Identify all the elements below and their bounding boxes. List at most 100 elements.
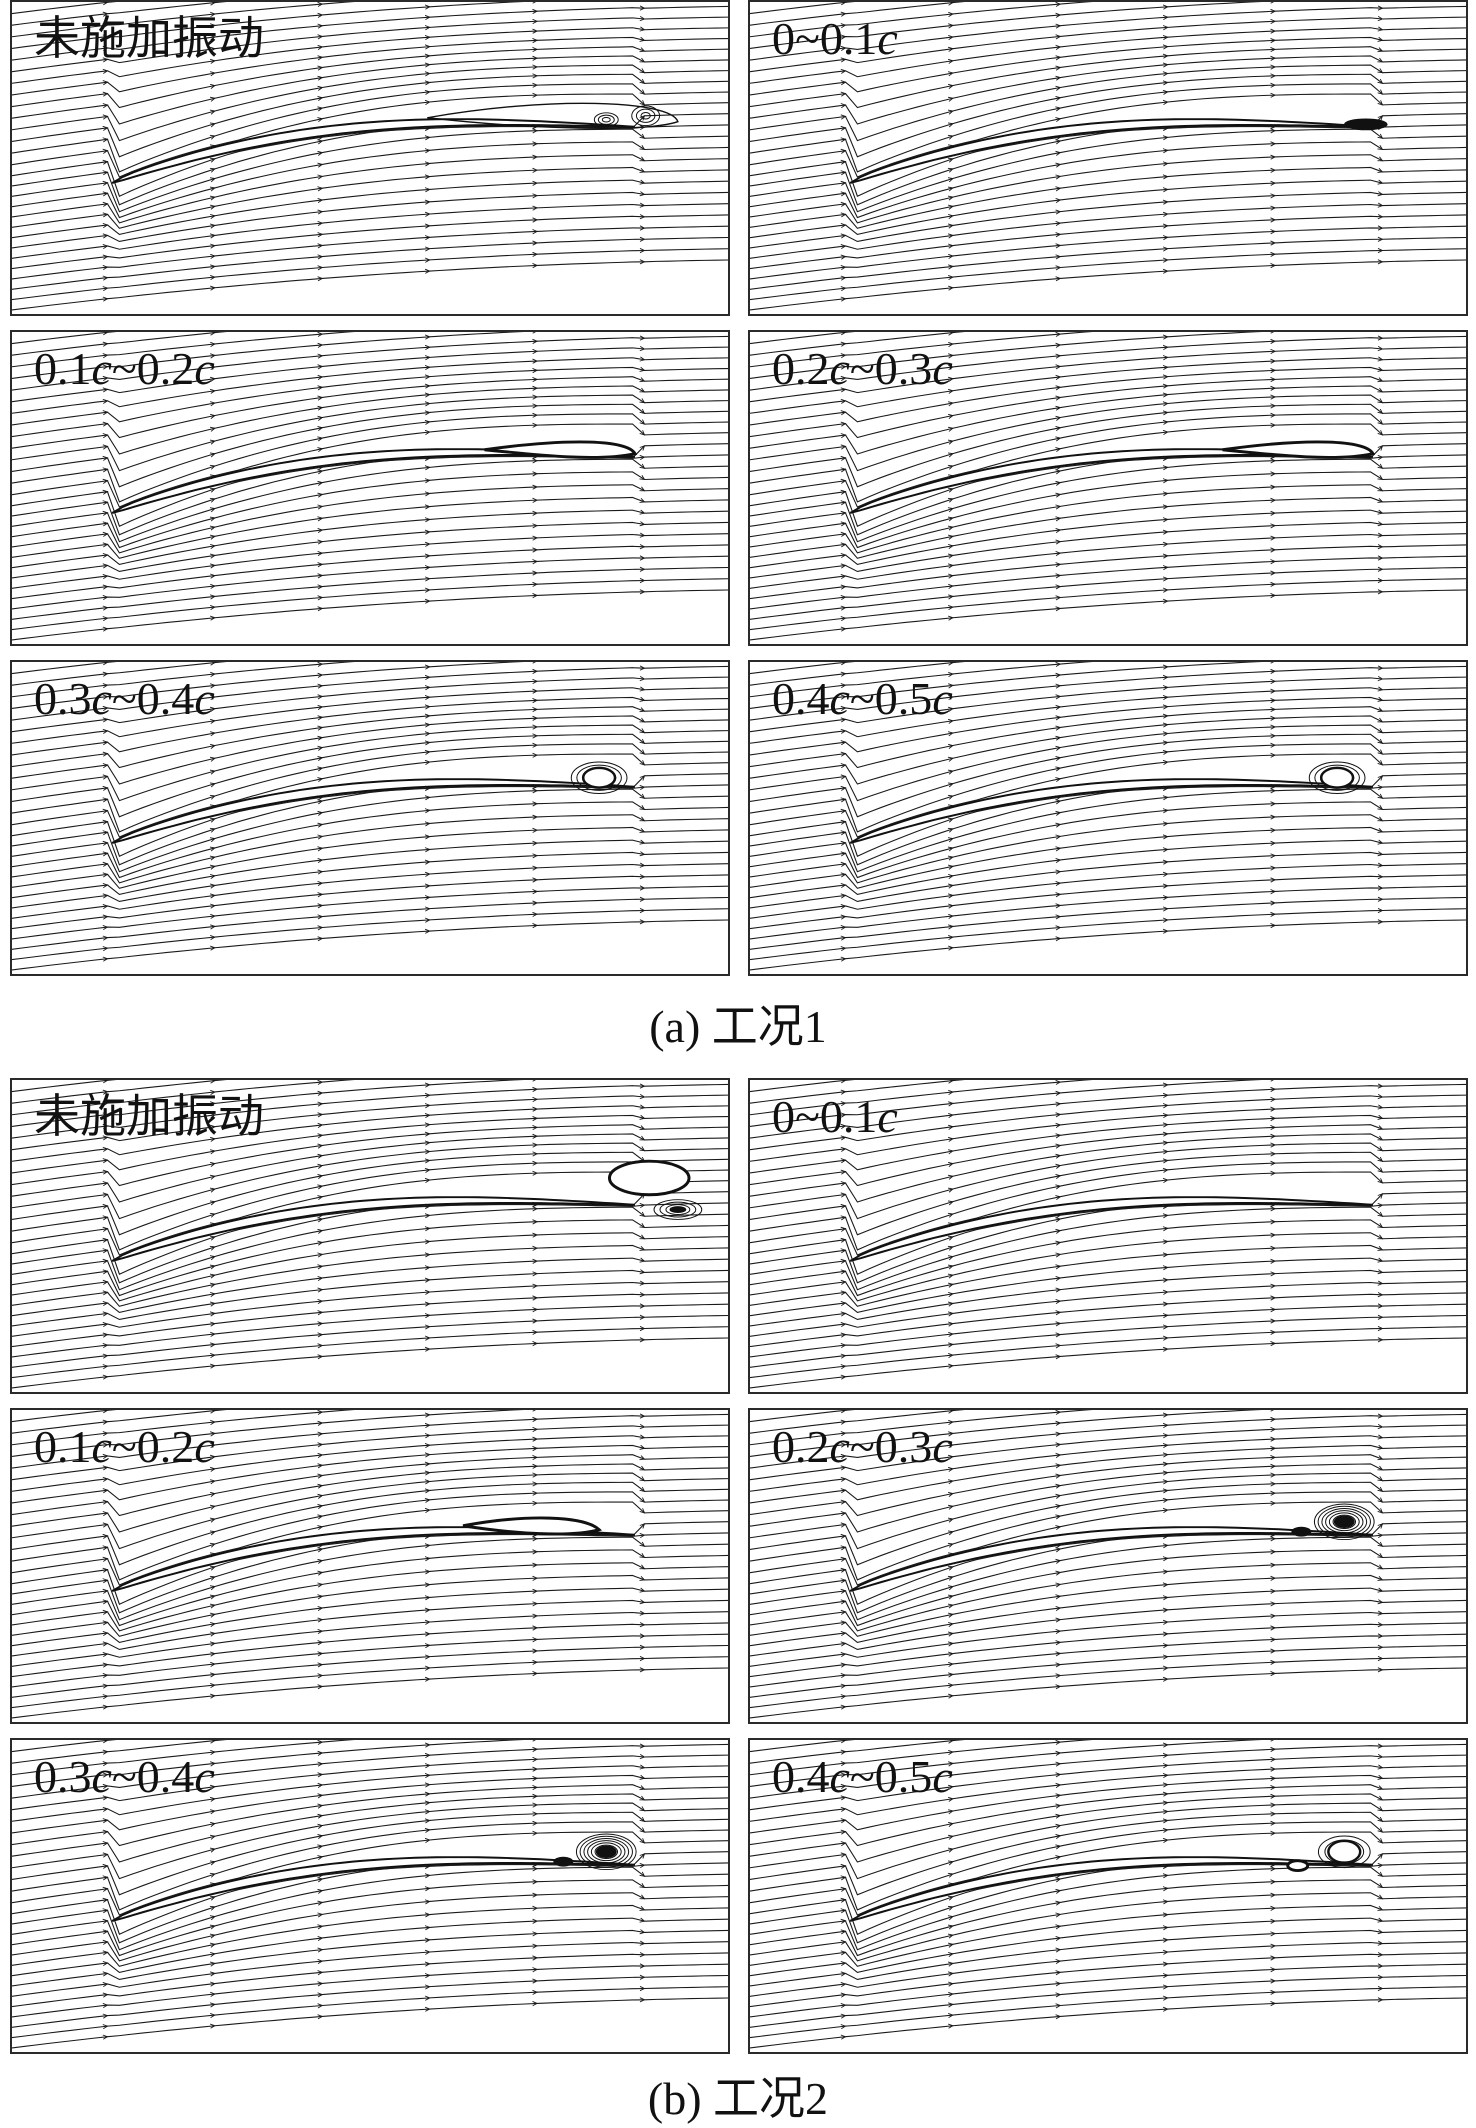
streamline-arrow	[840, 364, 847, 370]
streamline	[750, 225, 1466, 280]
streamline-arrow	[1377, 1610, 1384, 1616]
streamline-arrow	[1162, 587, 1169, 593]
streamline-arrow	[209, 1915, 216, 1921]
streamline-arrow	[317, 1217, 324, 1223]
streamline-arrow	[1377, 1303, 1384, 1309]
streamline-arrow	[1270, 338, 1277, 344]
streamline-arrow	[424, 1912, 431, 1918]
streamline-arrow	[317, 504, 324, 510]
streamline-arrow	[209, 1603, 216, 1609]
streamline-arrow	[1162, 1619, 1169, 1625]
streamline-arrow	[1055, 364, 1062, 370]
streamline-arrow	[1377, 26, 1384, 32]
streamline	[750, 1549, 1466, 1627]
streamline-arrow	[1377, 1997, 1384, 2003]
streamline-arrow	[424, 429, 431, 435]
streamline-arrow	[102, 1374, 109, 1380]
streamline-arrow	[102, 1522, 109, 1528]
streamline	[750, 1269, 1466, 1327]
streamline-arrow	[948, 2012, 954, 2019]
streamline	[750, 1532, 1466, 1614]
streamline	[12, 55, 728, 125]
streamline-arrow	[210, 594, 216, 600]
streamline	[750, 1754, 1466, 1811]
streamline-arrow	[1377, 1853, 1384, 1859]
streamline-arrow	[103, 2, 109, 6]
streamline-arrow	[1270, 1978, 1277, 1984]
streamline-arrow	[1055, 1582, 1062, 1588]
streamline-arrow	[532, 471, 539, 477]
streamline-arrow	[840, 1673, 847, 1679]
streamline	[750, 484, 1466, 554]
streamline-arrow	[102, 946, 109, 952]
streamline-arrow	[1270, 1866, 1277, 1872]
streamline-arrow	[1055, 1877, 1062, 1883]
streamline	[750, 1472, 1466, 1550]
streamline-arrow	[532, 332, 536, 334]
streamline-arrow	[210, 583, 216, 589]
streamline-arrow	[532, 484, 539, 490]
streamline-arrow	[947, 1961, 954, 1967]
streamline-arrow	[947, 1784, 954, 1790]
streamline-arrow	[317, 1343, 324, 1349]
streamline-arrow	[840, 444, 847, 450]
streamline-arrow	[840, 1939, 847, 1945]
streamline-arrow	[102, 1567, 109, 1573]
streamline	[12, 141, 728, 219]
streamline-arrow	[840, 275, 847, 281]
streamline-arrow	[317, 1133, 324, 1139]
streamline-arrow	[209, 1796, 216, 1802]
streamline-arrow	[1270, 1096, 1277, 1103]
streamline-arrow	[424, 1556, 431, 1562]
streamline-arrow	[1162, 517, 1169, 523]
streamline-arrow	[209, 1174, 216, 1180]
streamline-arrow	[1055, 44, 1062, 50]
streamline-arrow	[532, 678, 539, 685]
streamline-arrow	[532, 1549, 539, 1555]
streamline-arrow	[102, 751, 109, 757]
streamline-arrow	[424, 759, 431, 765]
streamline-arrow	[102, 705, 109, 711]
streamline-arrow	[532, 1918, 539, 1924]
panel-label-part: c	[91, 343, 112, 394]
streamline	[750, 1219, 1466, 1297]
streamline-arrow	[424, 1177, 431, 1183]
streamline-arrow	[102, 1875, 109, 1881]
streamline-arrow	[639, 486, 646, 492]
streamline-arrow	[317, 516, 324, 522]
streamline-arrow	[639, 1862, 646, 1869]
streamline-arrow	[209, 1200, 216, 1206]
streamline-arrow	[840, 728, 847, 734]
streamline-arrow	[102, 1609, 109, 1615]
streamline-arrow	[1055, 662, 1062, 667]
streamline-arrow	[102, 1556, 109, 1562]
streamline-arrow	[1055, 139, 1062, 145]
streamline-arrow	[317, 332, 324, 337]
streamline-arrow	[947, 401, 954, 407]
streamline-arrow	[1377, 793, 1384, 799]
streamline-arrow	[210, 1089, 216, 1095]
streamline-arrow	[1377, 259, 1384, 265]
streamline-arrow	[209, 1136, 216, 1142]
streamline-arrow	[1162, 1582, 1169, 1588]
streamline-arrow	[424, 1122, 431, 1128]
streamline-arrow	[317, 364, 324, 370]
streamline-arrow	[210, 1342, 216, 1348]
streamline	[750, 1292, 1466, 1348]
streamline-arrow	[532, 193, 539, 199]
streamline	[750, 1784, 1466, 1847]
streamline	[12, 1802, 728, 1880]
streamline-arrow	[639, 408, 646, 414]
streamline-arrow	[532, 141, 539, 147]
panel-label-part: c	[829, 673, 850, 724]
streamline-arrow	[532, 668, 539, 674]
streamline	[750, 896, 1466, 950]
streamline-arrow	[1162, 1654, 1169, 1660]
streamline-arrow	[210, 1672, 216, 1678]
streamline-arrow	[102, 233, 109, 239]
streamline	[12, 1410, 525, 1457]
streamline-arrow	[1162, 1752, 1169, 1759]
streamline-arrow	[840, 872, 847, 878]
streamline-arrow	[424, 821, 431, 827]
streamline-arrow	[947, 1273, 954, 1279]
